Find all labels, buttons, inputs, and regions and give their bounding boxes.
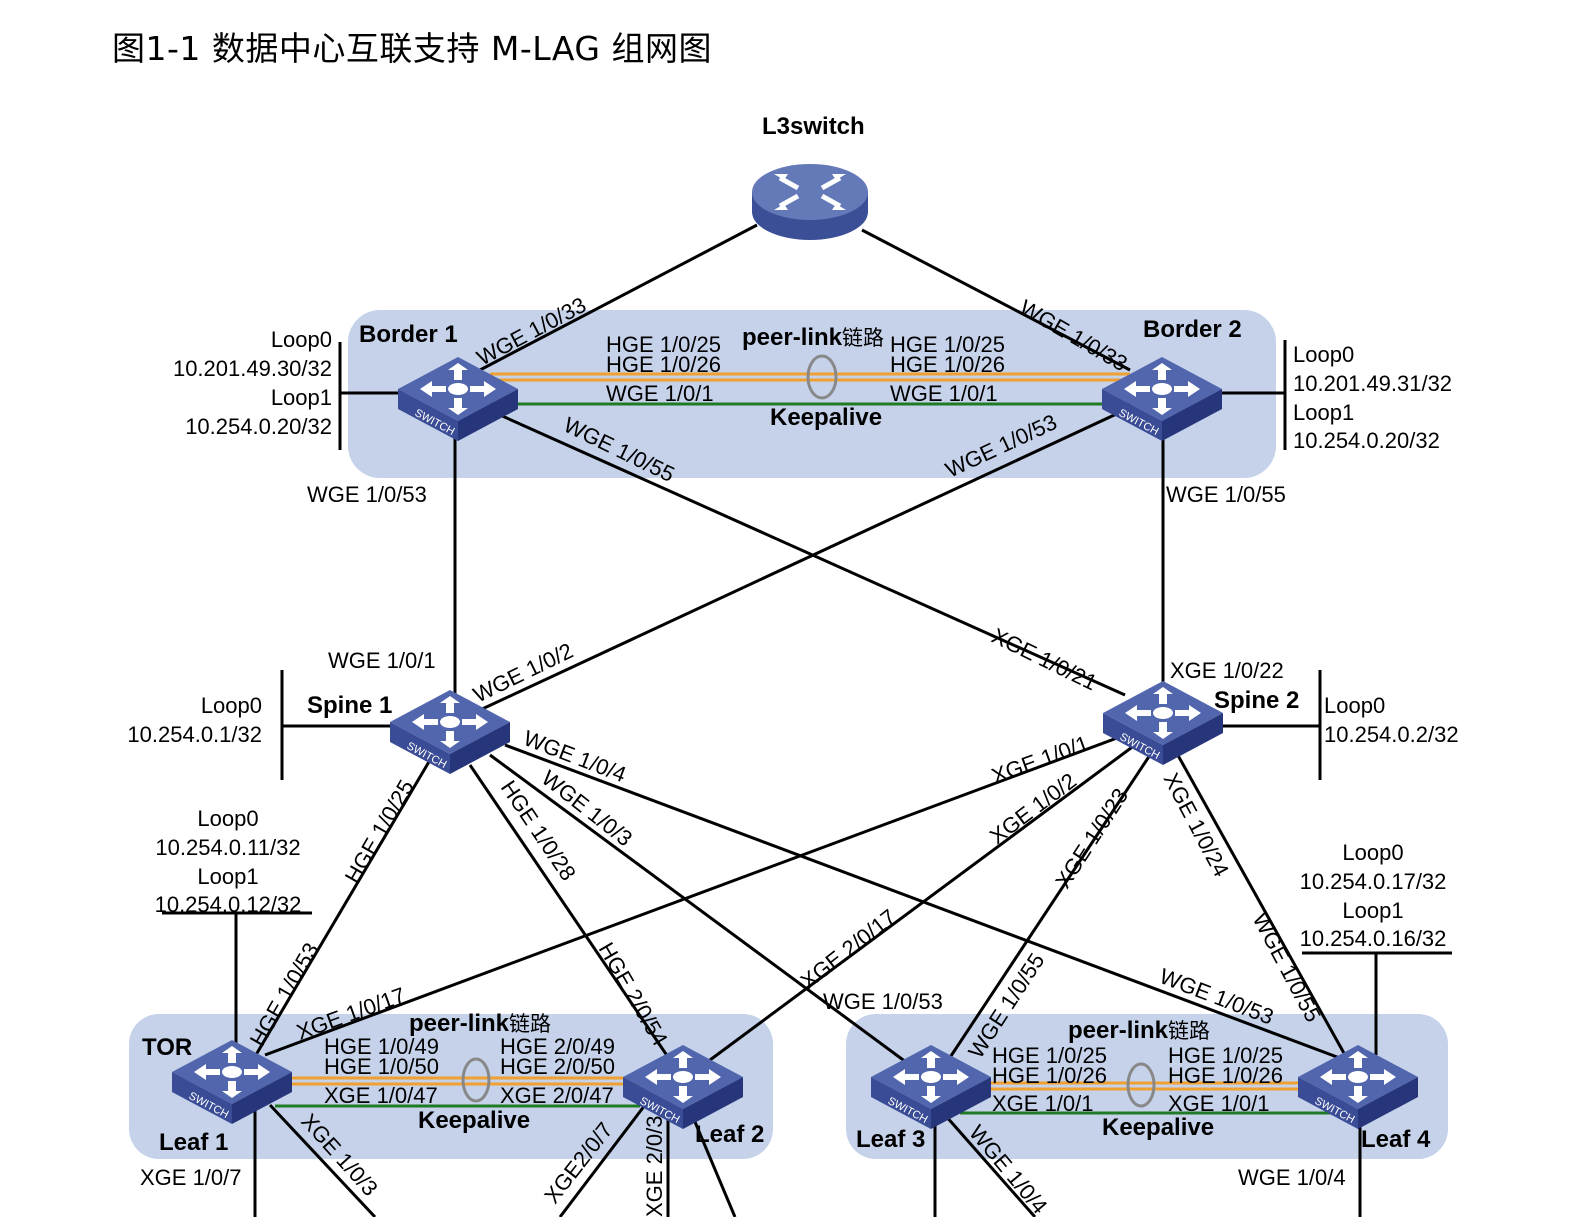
svg-text:Loop1: Loop1 — [197, 864, 258, 889]
leaf12-pair-labels: peer-link链路 HGE 1/0/49 HGE 1/0/50 HGE 2/… — [324, 1010, 615, 1134]
border1-loopbacks: Loop0 10.201.49.30/32 Loop1 10.254.0.20/… — [173, 327, 332, 439]
link-s1-l2 — [468, 764, 672, 1061]
svg-text:peer-link链路: peer-link链路 — [742, 324, 884, 351]
spine1-label: Spine 1 — [307, 692, 392, 719]
link-b2-s1 — [479, 408, 1126, 712]
svg-text:Loop1: Loop1 — [1293, 400, 1354, 425]
leaf34-mlag-group — [846, 1014, 1448, 1159]
svg-text:WGE 1/0/55: WGE 1/0/55 — [1166, 482, 1286, 507]
leaf34-peer-link — [960, 1062, 1340, 1115]
svg-text:HGE 1/0/49: HGE 1/0/49 — [324, 1034, 439, 1059]
border-peer-link — [490, 354, 1130, 406]
svg-text:XGE 2/0/3: XGE 2/0/3 — [642, 1115, 667, 1217]
svg-text:XGE 1/0/1: XGE 1/0/1 — [1168, 1091, 1270, 1116]
link-s2-l1 — [264, 733, 1126, 1057]
svg-text:10.254.0.20/32: 10.254.0.20/32 — [185, 414, 332, 439]
svg-text:HGE 1/0/25: HGE 1/0/25 — [606, 332, 721, 357]
spine1-loopbacks: Loop0 10.254.0.1/32 — [127, 693, 262, 747]
svg-text:10.201.49.30/32: 10.201.49.30/32 — [173, 356, 332, 381]
spine2-label: Spine 2 — [1214, 687, 1299, 714]
border-pair-labels: peer-link链路 HGE 1/0/25 HGE 1/0/26 HGE 1/… — [606, 324, 1005, 431]
svg-text:HGE 2/0/50: HGE 2/0/50 — [500, 1054, 615, 1079]
svg-text:10.254.0.1/32: 10.254.0.1/32 — [127, 722, 262, 747]
svg-text:10.254.0.2/32: 10.254.0.2/32 — [1324, 722, 1459, 747]
svg-text:10.201.49.31/32: 10.201.49.31/32 — [1293, 371, 1452, 396]
leaf1-label: Leaf 1 — [159, 1129, 228, 1156]
svg-text:WGE 1/0/1: WGE 1/0/1 — [328, 648, 436, 673]
svg-text:Loop0: Loop0 — [1293, 342, 1354, 367]
svg-text:XGE 1/0/22: XGE 1/0/22 — [1170, 658, 1284, 683]
svg-text:Keepalive: Keepalive — [770, 404, 882, 431]
leaf12-peer-link — [275, 1057, 640, 1108]
svg-text:Loop1: Loop1 — [1342, 898, 1403, 923]
figure-title: 图1-1 数据中心互联支持 M-LAG 组网图 — [112, 29, 712, 68]
leaf3-label: Leaf 3 — [856, 1126, 925, 1153]
svg-text:XGE 1/0/7: XGE 1/0/7 — [140, 1165, 242, 1190]
svg-text:HGE 1/0/50: HGE 1/0/50 — [324, 1054, 439, 1079]
svg-text:WGE 1/0/53: WGE 1/0/53 — [307, 482, 427, 507]
svg-text:XGE 1/0/1: XGE 1/0/1 — [988, 730, 1092, 788]
svg-text:10.254.0.11/32: 10.254.0.11/32 — [155, 835, 300, 860]
svg-text:peer-link链路: peer-link链路 — [1068, 1017, 1210, 1044]
svg-text:HGE 1/0/26: HGE 1/0/26 — [992, 1063, 1107, 1088]
svg-text:Loop0: Loop0 — [197, 806, 258, 831]
svg-text:WGE 1/0/4: WGE 1/0/4 — [1238, 1165, 1346, 1190]
svg-text:HGE 1/0/25: HGE 1/0/25 — [1168, 1043, 1283, 1068]
leaf1-loopbacks: Loop0 10.254.0.11/32 Loop1 10.254.0.12/3… — [155, 806, 302, 917]
leaf4-loopbacks: Loop0 10.254.0.17/32 Loop1 10.254.0.16/3… — [1300, 840, 1447, 951]
svg-text:Loop1: Loop1 — [271, 385, 332, 410]
svg-text:HGE 2/0/49: HGE 2/0/49 — [500, 1034, 615, 1059]
svg-text:Loop0: Loop0 — [1342, 840, 1403, 865]
border2-label: Border 2 — [1143, 316, 1242, 343]
svg-text:WGE 1/0/1: WGE 1/0/1 — [890, 381, 998, 406]
svg-text:peer-link链路: peer-link链路 — [409, 1010, 551, 1037]
spine1-switch[interactable]: SWITCH — [390, 690, 510, 774]
links — [162, 223, 1452, 1217]
border2-loopbacks: Loop0 10.201.49.31/32 Loop1 10.254.0.20/… — [1293, 342, 1452, 453]
svg-text:10.254.0.20/32: 10.254.0.20/32 — [1293, 428, 1440, 453]
l3switch-label: L3switch — [762, 113, 865, 140]
spine2-loopbacks: Loop0 10.254.0.2/32 — [1324, 693, 1459, 747]
leaf4-label: Leaf 4 — [1361, 1126, 1431, 1153]
svg-text:HGE 1/0/26: HGE 1/0/26 — [890, 352, 1005, 377]
svg-text:HGE 1/0/25: HGE 1/0/25 — [340, 775, 419, 887]
svg-text:Loop0: Loop0 — [271, 327, 332, 352]
leaf12-mlag-group — [129, 1014, 773, 1159]
link-l3-b2 — [861, 228, 1131, 372]
svg-text:Keepalive: Keepalive — [418, 1107, 530, 1134]
svg-text:WGE 1/0/53: WGE 1/0/53 — [823, 989, 943, 1014]
svg-text:Keepalive: Keepalive — [1102, 1114, 1214, 1141]
svg-text:Loop0: Loop0 — [1324, 693, 1385, 718]
leaf2-label: Leaf 2 — [695, 1121, 764, 1148]
link-s1-l3 — [489, 753, 911, 1067]
svg-text:HGE 1/0/25: HGE 1/0/25 — [992, 1043, 1107, 1068]
svg-text:XGE 1/0/21: XGE 1/0/21 — [988, 623, 1101, 695]
link-s2-l2 — [709, 743, 1136, 1062]
svg-text:WGE 1/0/1: WGE 1/0/1 — [606, 381, 714, 406]
svg-text:HGE 1/0/25: HGE 1/0/25 — [890, 332, 1005, 357]
tor-label: TOR — [142, 1034, 192, 1061]
link-l3-b1 — [479, 223, 758, 372]
svg-text:XGE 1/0/1: XGE 1/0/1 — [992, 1091, 1094, 1116]
link-s2-l4 — [1173, 749, 1347, 1056]
border1-label: Border 1 — [359, 321, 458, 348]
svg-text:10.254.0.17/32: 10.254.0.17/32 — [1300, 869, 1447, 894]
svg-text:HGE 1/0/26: HGE 1/0/26 — [606, 352, 721, 377]
router-icon[interactable] — [752, 164, 868, 240]
svg-text:10.254.0.16/32: 10.254.0.16/32 — [1300, 926, 1447, 951]
svg-text:HGE 1/0/26: HGE 1/0/26 — [1168, 1063, 1283, 1088]
svg-text:10.254.0.12/32: 10.254.0.12/32 — [155, 892, 302, 917]
link-s1-l1 — [248, 759, 432, 1066]
link-s2-l3 — [943, 754, 1152, 1066]
svg-text:XGE 2/0/17: XGE 2/0/17 — [796, 904, 901, 994]
svg-text:XGE 1/0/47: XGE 1/0/47 — [324, 1083, 438, 1108]
svg-text:XGE 2/0/47: XGE 2/0/47 — [500, 1083, 614, 1108]
svg-text:Loop0: Loop0 — [201, 693, 262, 718]
leaf34-pair-labels: peer-link链路 HGE 1/0/25 HGE 1/0/26 HGE 1/… — [992, 1017, 1283, 1141]
